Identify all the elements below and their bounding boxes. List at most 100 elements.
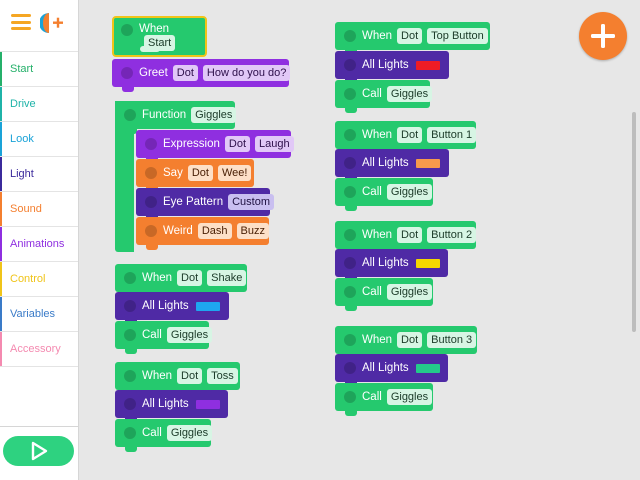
function-name-chip[interactable]: Giggles [386,284,433,300]
category-label: Control [10,273,46,285]
event-chip[interactable]: Button 2 [427,227,477,243]
pattern-chip[interactable]: Custom [228,194,274,210]
phrase-chip[interactable]: How do you do? [202,65,291,81]
block-label: Weird [163,225,193,237]
event-chip[interactable]: Shake [207,270,247,286]
category-accent-bar [0,87,2,121]
category-sound[interactable]: Sound [0,191,78,226]
add-block-button[interactable] [579,12,627,60]
when-button-3-hat-block[interactable]: When Dot Button 3 [335,326,477,359]
expression-block[interactable]: Expression Dot Laugh [136,130,294,163]
function-name-chip[interactable]: Giggles [386,184,433,200]
robot-chip[interactable]: Dot [397,227,423,243]
block-connector [124,329,136,341]
all-lights-block[interactable]: All Lights [335,51,449,84]
function-name-chip[interactable]: Giggles [191,107,237,123]
robot-chip[interactable]: Dot [397,28,423,44]
run-button[interactable] [3,436,74,466]
category-accent-bar [0,122,2,156]
category-drive[interactable]: Drive [0,86,78,121]
category-look[interactable]: Look [0,121,78,156]
block-connector [121,24,133,36]
block-connector [344,30,356,42]
say-block[interactable]: Say Dot Wee! [136,159,254,192]
light-color-swatch[interactable] [415,258,440,268]
vertical-scrollbar[interactable] [632,112,636,332]
category-control[interactable]: Control [0,261,78,296]
category-variables[interactable]: Variables [0,296,78,331]
function-name-chip[interactable]: Giggles [386,389,433,405]
event-chip[interactable]: Button 1 [427,127,477,143]
function-name-chip[interactable]: Giggles [386,86,433,102]
event-chip[interactable]: Top Button [427,28,488,44]
when-button-1-hat-block[interactable]: When Dot Button 1 [335,121,477,154]
when-toss-hat-block[interactable]: When Dot Toss [115,362,240,395]
when-shake-hat-block[interactable]: When Dot Shake [115,264,247,297]
robot-chip[interactable]: Dot [172,65,198,81]
call-block[interactable]: Call Giggles [335,383,433,416]
when-start-hat-block[interactable]: WhenStart [112,16,207,57]
function-name-chip[interactable]: Giggles [166,327,213,343]
category-light[interactable]: Light [0,156,78,191]
robot-chip[interactable]: Dash [197,223,232,239]
function-definition-block[interactable]: Function Giggles [115,101,237,134]
category-start[interactable]: Start [0,51,78,86]
block-label: Expression [163,138,220,150]
all-lights-block[interactable]: All Lights [115,390,228,423]
all-lights-block[interactable]: All Lights [115,292,229,325]
call-block[interactable]: Call Giggles [335,178,433,211]
block-label: Say [163,167,183,179]
toggle-handle[interactable] [140,46,160,52]
hamburger-menu-icon[interactable] [11,14,31,30]
light-color-swatch[interactable] [195,301,220,311]
call-block[interactable]: Call Giggles [115,419,213,452]
robot-chip[interactable]: Dot [224,136,251,152]
expression-chip[interactable]: Laugh [255,136,294,152]
block-connector [344,334,356,346]
block-label: Call [362,391,382,403]
all-lights-block[interactable]: All Lights [335,149,449,182]
when-button-2-hat-block[interactable]: When Dot Button 2 [335,221,477,254]
eye-pattern-block[interactable]: Eye Pattern Custom [136,188,274,221]
weird-sound-block[interactable]: Weird Dash Buzz [136,217,269,250]
block-connector [344,229,356,241]
all-lights-block[interactable]: All Lights [335,249,448,282]
robot-chip[interactable]: Dot [397,332,423,348]
event-chip[interactable]: Toss [207,368,238,384]
robot-chip[interactable]: Dot [177,270,203,286]
call-block[interactable]: Call Giggles [115,321,213,354]
block-label: All Lights [362,362,409,374]
block-label: All Lights [142,300,189,312]
category-accessory[interactable]: Accessory [0,331,78,367]
block-label: When [362,229,393,241]
function-name-chip[interactable]: Giggles [166,425,213,441]
light-color-swatch[interactable] [195,399,220,409]
app-logo-icon[interactable] [39,10,64,36]
light-color-swatch[interactable] [415,60,440,70]
greet-block[interactable]: Greet Dot How do you do? [112,59,291,92]
robot-chip[interactable]: Dot [187,165,213,181]
when-top-button-hat-block[interactable]: When Dot Top Button [335,22,490,55]
block-connector [145,167,157,179]
all-lights-block[interactable]: All Lights [335,354,448,387]
robot-chip[interactable]: Dot [177,368,203,384]
light-color-swatch[interactable] [415,158,440,168]
event-chip[interactable]: Button 3 [427,332,477,348]
block-connector [145,138,157,150]
block-connector [344,391,356,403]
call-block[interactable]: Call Giggles [335,80,433,113]
block-connector [145,196,157,208]
sound-chip[interactable]: Wee! [217,165,252,181]
category-accent-bar [0,227,2,261]
block-connector [124,398,136,410]
light-color-swatch[interactable] [415,363,440,373]
category-sidebar: Start Drive Look Light Sound Animations … [0,0,79,480]
block-connector [124,272,136,284]
call-block[interactable]: Call Giggles [335,278,433,311]
category-animations[interactable]: Animations [0,226,78,261]
block-connector [344,88,356,100]
sound-chip[interactable]: Buzz [236,223,269,239]
robot-chip[interactable]: Dot [397,127,423,143]
block-label: Call [142,427,162,439]
category-label: Drive [10,98,36,110]
